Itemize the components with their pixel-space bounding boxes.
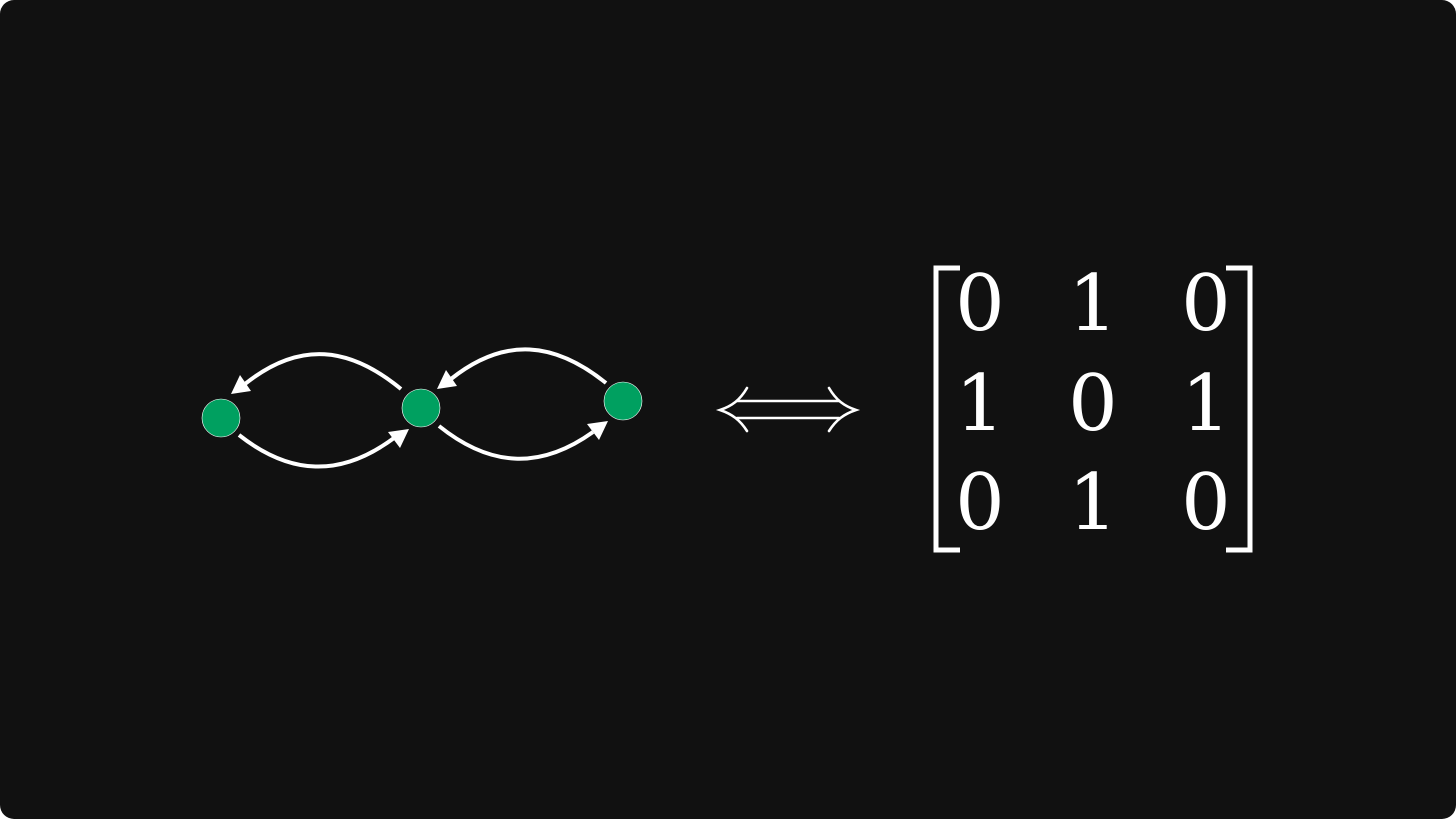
matrix-cell: 0 bbox=[1181, 458, 1231, 548]
arrowhead bbox=[437, 370, 457, 389]
matrix-cell: 0 bbox=[1181, 259, 1231, 349]
graph-edges bbox=[231, 347, 608, 469]
node-3 bbox=[603, 381, 643, 421]
node-1 bbox=[201, 398, 241, 438]
edge-node-2-to-node-1 bbox=[231, 352, 403, 394]
arrowhead bbox=[388, 429, 409, 448]
node-2 bbox=[401, 388, 441, 428]
matrix-cell: 0 bbox=[955, 259, 1005, 349]
matrix-cell: 0 bbox=[955, 458, 1005, 548]
matrix-cell: 1 bbox=[1068, 259, 1118, 349]
matrix-cell: 1 bbox=[955, 359, 1005, 449]
edge-node-2-to-node-3 bbox=[437, 421, 608, 461]
arrowhead bbox=[587, 421, 608, 440]
iff-double-arrow-icon bbox=[715, 386, 861, 433]
matrix-cell: 1 bbox=[1181, 359, 1231, 449]
edge-node-1-to-node-2 bbox=[237, 429, 409, 469]
matrix-cell: 1 bbox=[1068, 458, 1118, 548]
matrix-cell: 0 bbox=[1068, 359, 1118, 449]
arrowhead bbox=[231, 375, 251, 394]
adjacency-matrix: 0 1 0 1 0 1 0 1 0 bbox=[955, 259, 1231, 548]
matrix-brackets bbox=[933, 265, 1253, 553]
graph-nodes bbox=[201, 381, 643, 438]
left-bracket bbox=[933, 265, 960, 553]
right-bracket bbox=[1226, 265, 1253, 553]
edge-node-3-to-node-2 bbox=[437, 347, 608, 389]
